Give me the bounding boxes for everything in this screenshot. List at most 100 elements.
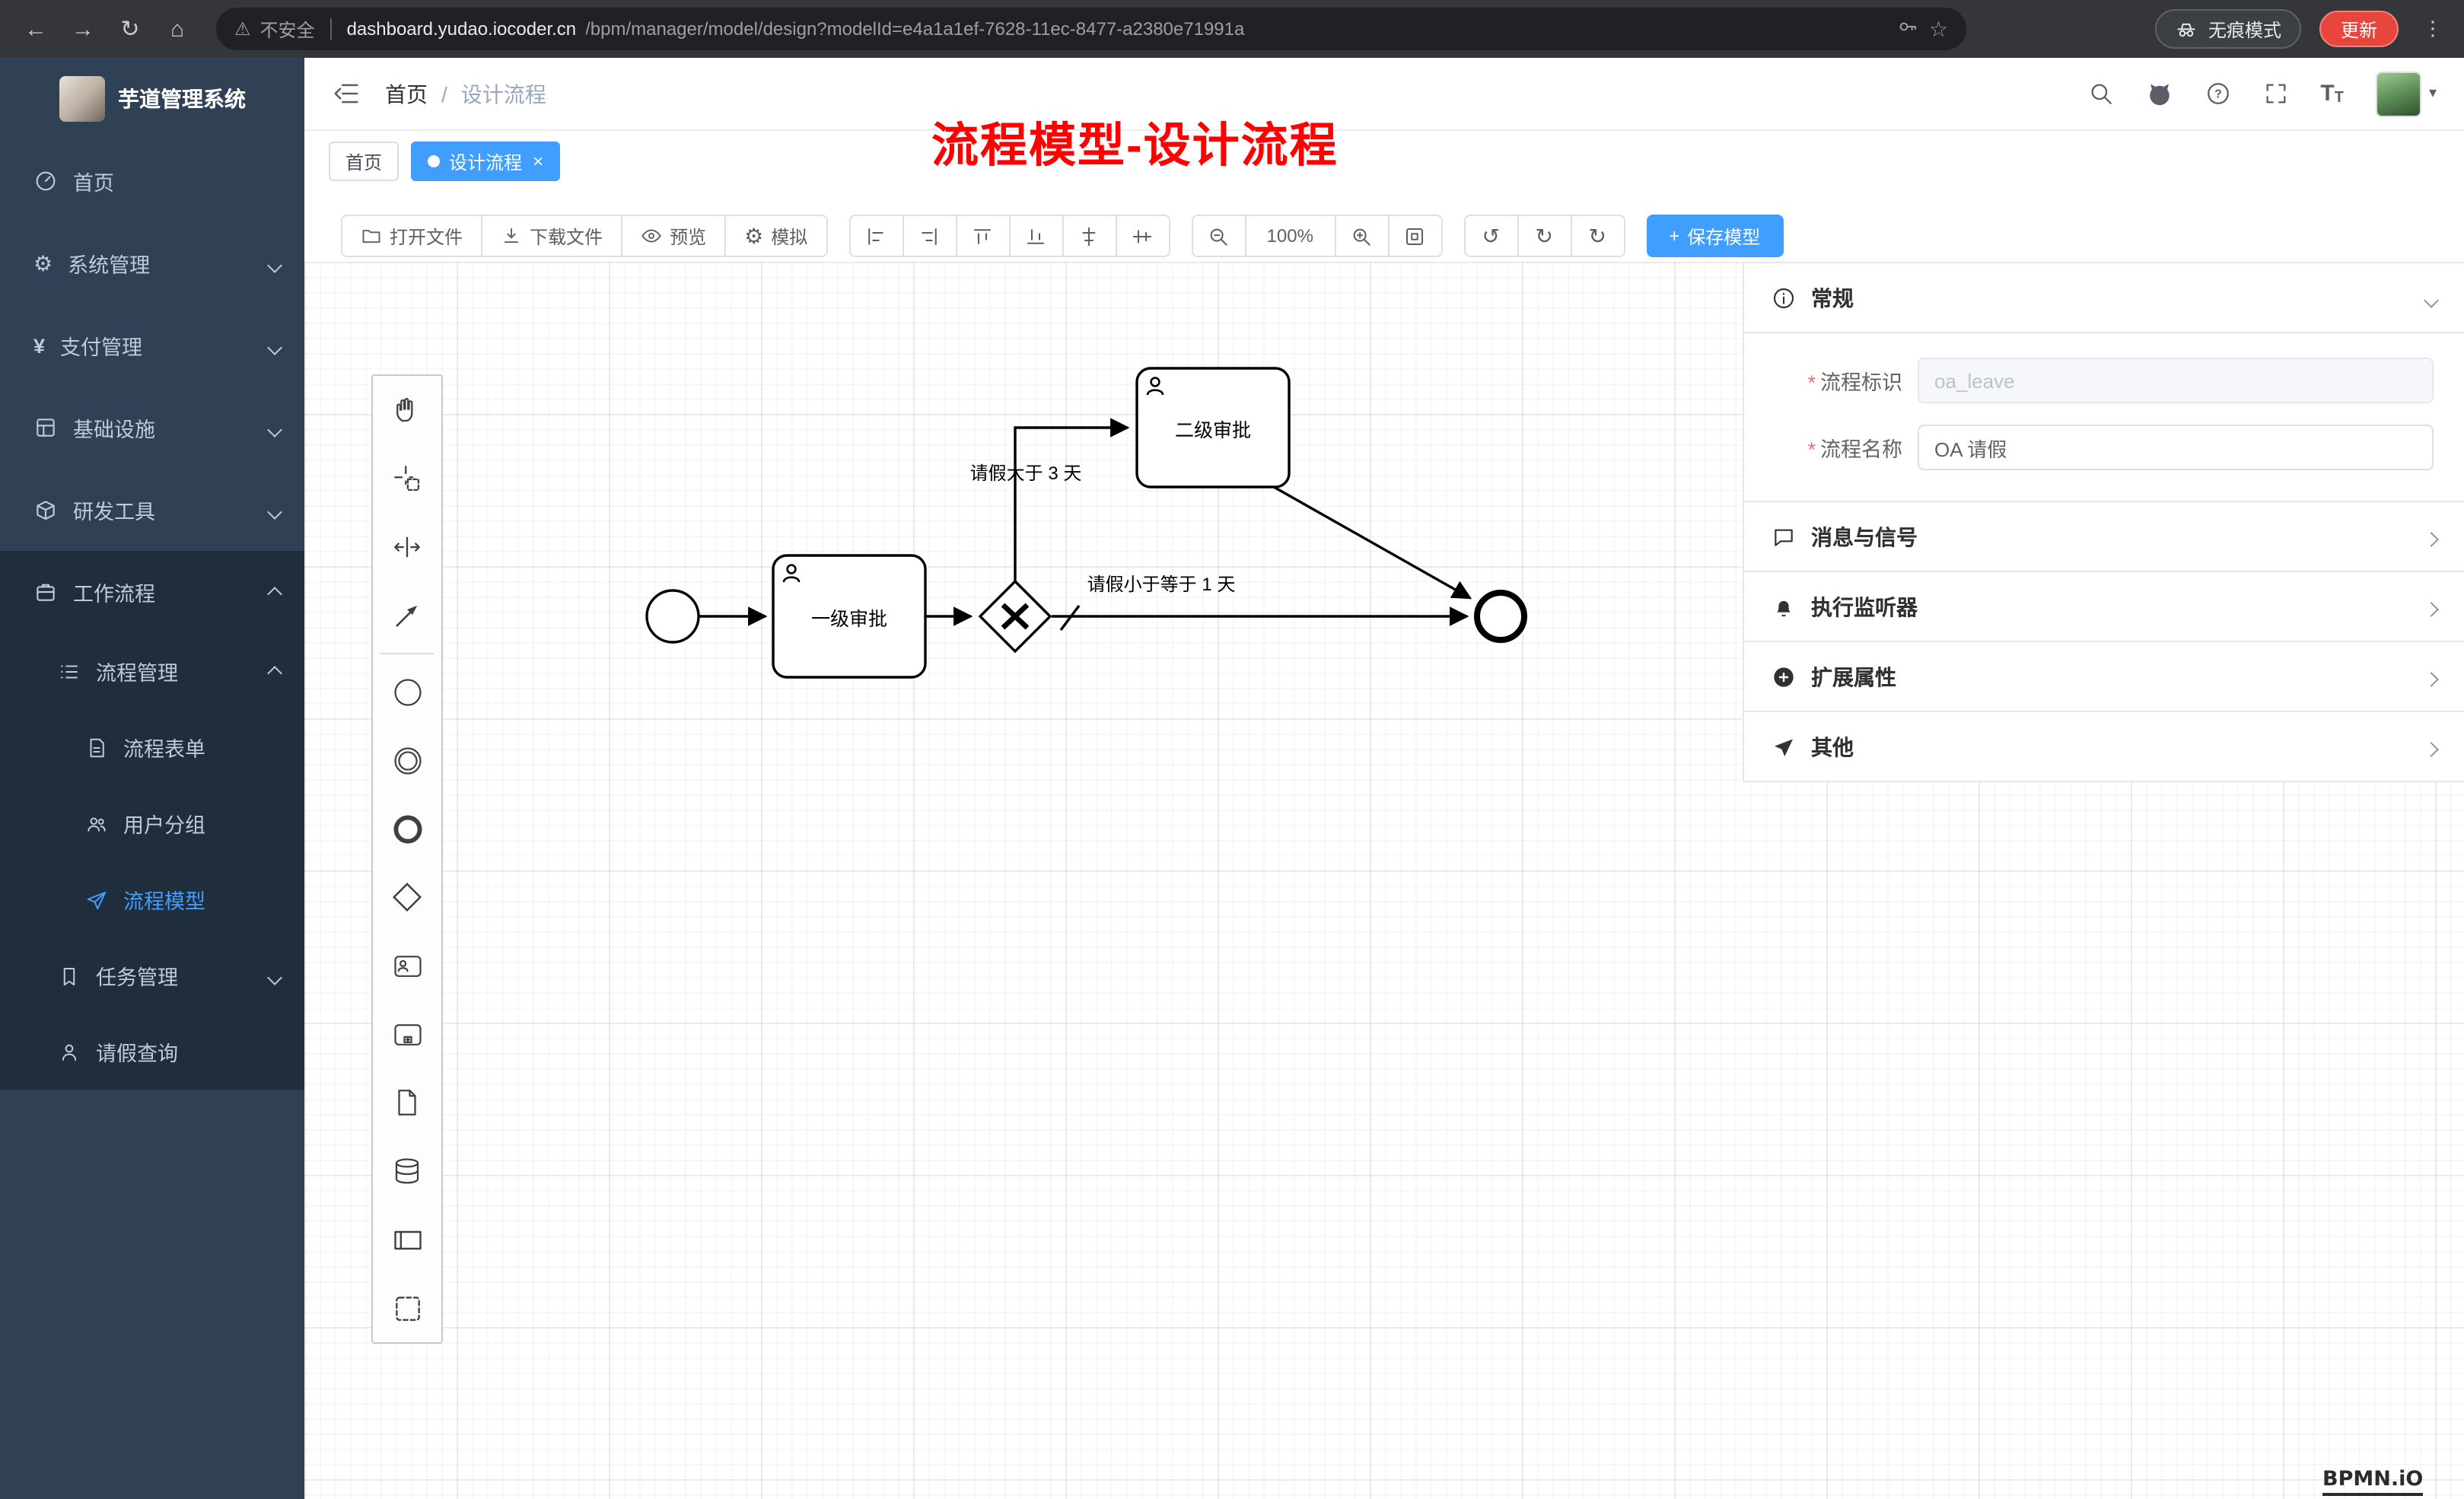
create-group[interactable] [373,1274,441,1342]
preview-button[interactable]: 预览 [621,215,727,257]
default-flow-marker [1059,604,1081,632]
url-bar[interactable]: ⚠ 不安全 dashboard.yudao.iocoder.cn/bpm/man… [216,8,1966,50]
forward-icon[interactable]: → [72,16,94,42]
create-subprocess[interactable] [373,1000,441,1068]
flow-task2-to-end[interactable] [1273,485,1472,600]
flow-label-le1[interactable]: 请假小于等于 1 天 [1087,574,1236,595]
bpmn-io-watermark[interactable]: BPMN.iO [2322,1467,2424,1496]
sidebar-item-process-mgmt[interactable]: 流程管理 [0,633,304,709]
hand-tool[interactable] [373,376,441,444]
align-left-button[interactable] [848,215,904,257]
redo-button[interactable]: ↻ [1517,215,1572,257]
back-icon[interactable]: ← [24,16,47,42]
sidebar-item-payment[interactable]: ¥ 支付管理 [0,304,304,387]
section-other[interactable]: 其他 [1744,712,2464,782]
logo-image [59,76,104,122]
create-data-store[interactable] [373,1137,441,1205]
sidebar-toggle-icon[interactable] [332,79,361,108]
help-icon[interactable]: ? [2205,81,2230,107]
task-label-level2[interactable]: 二级审批 [1174,419,1251,441]
sidebar-item-workflow[interactable]: 工作流程 [0,551,304,633]
sidebar-item-devtools[interactable]: 研发工具 [0,469,304,551]
section-message-signal[interactable]: 消息与信号 [1744,502,2464,572]
github-icon[interactable] [2145,80,2173,107]
annotation-text: 流程模型-设计流程 [931,119,1339,172]
chevron-down-icon [267,339,282,355]
key-icon[interactable] [1897,15,1920,43]
bookmark-star-icon[interactable]: ☆ [1928,16,1948,40]
zoom-reset-button[interactable] [1387,215,1443,257]
restart-button[interactable]: ↻ [1570,215,1625,257]
section-general[interactable]: 常规 [1744,263,2464,333]
breadcrumb-home[interactable]: 首页 [385,81,428,106]
search-icon[interactable] [2087,81,2113,107]
bpmn-diagram[interactable] [304,262,2464,1499]
save-model-button[interactable]: + 保存模型 [1646,215,1784,257]
task-shape-level1[interactable] [772,554,927,679]
create-gateway[interactable] [373,863,441,931]
create-participant[interactable] [373,1205,441,1274]
reload-icon[interactable]: ↻ [120,17,140,43]
fullscreen-icon[interactable] [2262,81,2288,107]
create-intermediate-event[interactable] [373,726,441,794]
section-extended-attributes[interactable]: 扩展属性 [1744,642,2464,712]
user-menu[interactable]: ▾ [2375,71,2437,116]
global-connect-tool[interactable] [373,581,441,650]
align-bottom-button[interactable] [1008,215,1064,257]
undo-button[interactable]: ↺ [1463,215,1519,257]
section-execution-listener[interactable]: 执行监听器 [1744,572,2464,642]
tags-view: 首页 设计流程 × [304,131,2464,192]
chevron-down-icon [267,969,282,985]
hand-icon [396,397,413,422]
lasso-tool[interactable] [373,444,441,513]
chevron-down-icon [2424,292,2439,307]
avatar[interactable] [2375,71,2421,116]
flow-label-gt3[interactable]: 请假大于 3 天 [969,463,1082,484]
update-button[interactable]: 更新 [2319,11,2399,47]
sidebar-item-leave-query[interactable]: 请假查询 [0,1014,304,1090]
align-top-button[interactable] [955,215,1011,257]
space-tool[interactable] [373,513,441,581]
sidebar-item-user-group[interactable]: 用户分组 [0,785,304,861]
task-shape-level2[interactable] [1135,367,1291,489]
create-start-event[interactable] [373,657,441,726]
start-event-icon [393,678,421,705]
sidebar-item-system[interactable]: ⚙ 系统管理 [0,222,304,304]
bpmn-palette [371,374,443,1344]
align-right-button[interactable] [902,215,957,257]
open-file-button[interactable]: 打开文件 [341,215,483,257]
zoom-in-button[interactable] [1334,215,1390,257]
create-end-event[interactable] [373,794,441,863]
sidebar-item-home[interactable]: 首页 [0,140,304,222]
start-event[interactable] [645,589,700,644]
chevron-right-icon [2424,531,2439,546]
home-icon[interactable]: ⌂ [170,16,185,42]
subprocess-icon [393,1023,421,1045]
align-center-icon [1082,226,1096,246]
send-icon [87,891,107,909]
create-data-object[interactable] [373,1068,441,1137]
document-icon [90,737,104,757]
sidebar-item-infra[interactable]: 基础设施 [0,387,304,469]
flow-gateway-to-task2[interactable] [1014,418,1130,583]
close-icon[interactable]: × [533,151,544,172]
sidebar-item-process-form[interactable]: 流程表单 [0,709,304,785]
zoom-out-button[interactable] [1191,215,1246,257]
browser-menu-icon[interactable]: ⋮ [2423,17,2443,40]
tab-design[interactable]: 设计流程 × [411,142,561,181]
simulate-button[interactable]: ⚙ 模拟 [724,215,828,257]
download-icon [504,228,519,243]
align-center-button[interactable] [1062,215,1117,257]
end-event[interactable] [1474,590,1527,643]
download-file-button[interactable]: 下载文件 [481,215,623,257]
task-label-level1[interactable]: 一级审批 [810,608,887,629]
incognito-badge: 无痕模式 [2154,9,2301,49]
process-name-input[interactable] [1918,425,2434,470]
security-label: 不安全 [259,19,315,40]
sidebar-item-task-mgmt[interactable]: 任务管理 [0,937,304,1014]
align-middle-button[interactable] [1115,215,1170,257]
create-user-task[interactable] [373,931,441,1000]
sidebar-item-process-model[interactable]: 流程模型 [0,861,304,937]
tab-home[interactable]: 首页 [329,142,400,181]
